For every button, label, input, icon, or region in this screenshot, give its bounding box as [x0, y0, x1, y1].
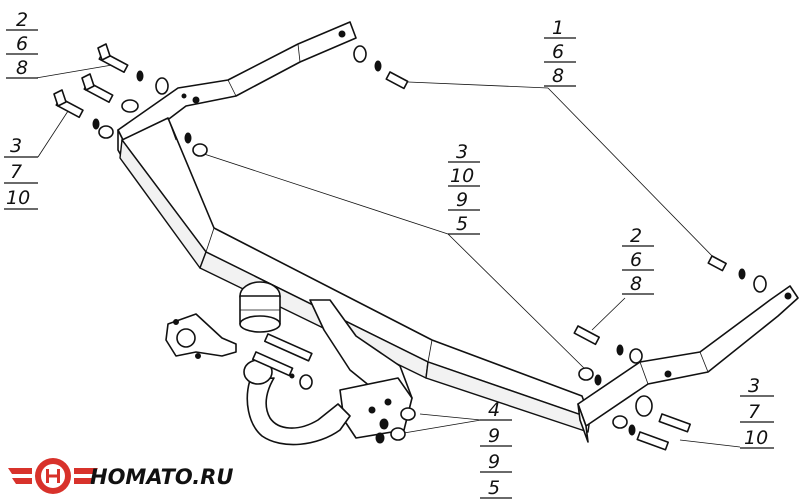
socket-mounting-plate	[165, 313, 237, 359]
callout-right-mid: 2 6 8	[622, 225, 654, 295]
callout-top-left-2: 6	[16, 33, 28, 55]
callout-right-mid-2: 6	[630, 249, 642, 271]
nut-beam-left	[184, 132, 208, 157]
nuts-bottom-center	[375, 407, 416, 444]
callout-top-left: 2 6 8	[6, 9, 38, 79]
callout-center-1: 3	[456, 141, 468, 163]
callout-left-mid-3: 10	[6, 187, 30, 209]
callout-top-right-1: 1	[552, 17, 564, 39]
fasteners	[53, 43, 767, 451]
bolt-top-left-upper	[97, 43, 187, 99]
callout-bottom-center: 4 9 9 5	[480, 399, 512, 499]
bolt-ball	[251, 333, 313, 390]
callout-right-bottom: 3 7 10	[740, 375, 774, 449]
callout-right-mid-3: 8	[630, 273, 642, 295]
homato-logo: HOMATO.RU	[8, 458, 233, 494]
callout-center-3: 9	[456, 189, 468, 211]
callout-top-right: 1 6 8	[544, 17, 576, 87]
callout-center: 3 10 9 5	[448, 141, 480, 235]
callout-left-mid: 3 7 10	[4, 135, 38, 210]
callout-center-4: 5	[456, 213, 468, 235]
nut-beam-right	[578, 367, 602, 386]
bolt-top-left-middle	[81, 73, 139, 113]
callout-bottom-center-3: 9	[488, 451, 500, 473]
callout-bottom-center-4: 5	[488, 477, 500, 499]
tow-ball-cap	[239, 281, 281, 333]
bolt-right-middle	[573, 325, 643, 364]
right-mounting-bracket	[577, 285, 799, 443]
callout-right-mid-1: 2	[630, 225, 642, 247]
callout-left-mid-1: 3	[10, 135, 22, 157]
callout-top-left-3: 8	[16, 57, 28, 79]
leader-lines	[35, 63, 741, 448]
homato-logo-mark	[8, 458, 98, 494]
callout-bottom-center-2: 9	[488, 425, 500, 447]
bolt-top-left-lower	[53, 89, 114, 139]
callout-right-bottom-2: 7	[748, 401, 760, 423]
callout-bottom-center-1: 4	[488, 399, 500, 421]
callout-right-bottom-3: 10	[744, 427, 768, 449]
callout-top-right-2: 6	[552, 41, 564, 63]
callout-top-left-1: 2	[16, 9, 28, 31]
callout-top-right-3: 8	[552, 65, 564, 87]
cross-beam	[119, 117, 591, 433]
tow-ball-neck	[243, 359, 351, 446]
bolt-right-upper	[707, 255, 767, 293]
callout-center-2: 10	[450, 165, 474, 187]
callout-left-mid-2: 7	[10, 161, 22, 183]
homato-logo-text: HOMATO.RU	[90, 465, 233, 489]
callout-right-bottom-1: 3	[748, 375, 760, 397]
bolt-right-lower	[612, 395, 691, 451]
bolt-top-right	[353, 45, 409, 90]
